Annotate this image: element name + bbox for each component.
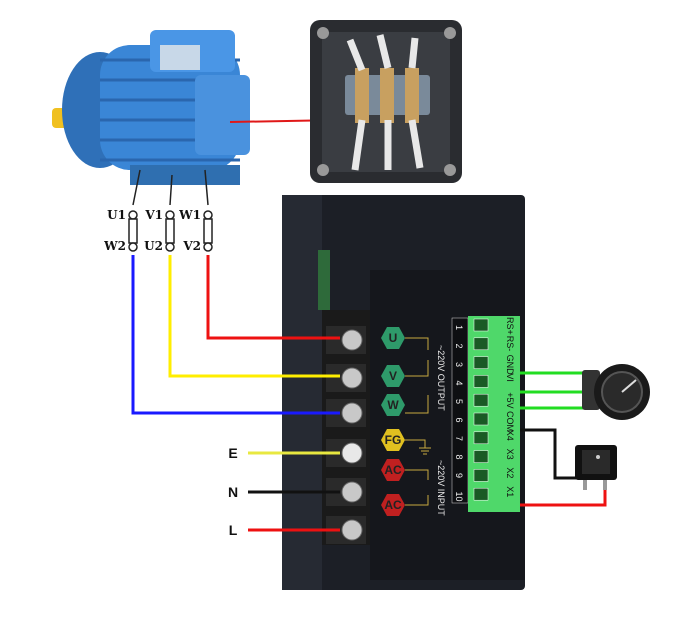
motor-terminal-link [128, 218, 138, 244]
terminal-socket[interactable] [473, 431, 489, 445]
control-terminal-label: COM [505, 411, 515, 432]
terminal-label: U [389, 331, 398, 345]
terminal-number: 4 [454, 381, 464, 386]
terminal-number: 9 [454, 473, 464, 478]
terminal-socket[interactable] [473, 375, 489, 388]
screw-icon [341, 329, 363, 351]
power-input-label: E [228, 445, 237, 461]
power-input-label: L [229, 522, 238, 538]
terminal-label: W [387, 398, 399, 412]
input-voltage-label: ~220V INPUT [436, 460, 446, 516]
screw-icon [341, 442, 363, 464]
terminal-label-badge [381, 429, 405, 451]
switch-wire-black [520, 428, 582, 480]
power-input-label: N [228, 484, 238, 500]
junction-box-image [310, 20, 462, 183]
rocker-switch-icon [575, 445, 617, 490]
power-terminal-block [322, 310, 370, 545]
output-voltage-label: ~220V OUTPUT [436, 345, 446, 411]
motor-image [52, 30, 250, 185]
terminal-socket[interactable] [473, 487, 489, 501]
wire-yellow [168, 255, 340, 378]
terminal-socket[interactable] [473, 469, 489, 482]
motor-terminal-link [165, 218, 175, 244]
control-terminal-label: GND [505, 355, 515, 376]
control-terminal-label: +5V [505, 392, 515, 408]
motor-terminal-top-label: V1 [144, 208, 163, 222]
terminal-label: V [389, 369, 397, 383]
terminal-number: 3 [454, 362, 464, 367]
terminal-label: FG [385, 433, 402, 447]
wire-red [206, 255, 340, 340]
control-terminal-label: RS+ [505, 317, 515, 335]
screw-icon [341, 519, 363, 541]
control-terminal-label: X4 [505, 430, 515, 441]
screw-icon [341, 402, 363, 424]
terminal-socket[interactable] [473, 318, 489, 332]
control-terminal-label: VI [505, 373, 515, 382]
terminal-number: 8 [454, 455, 464, 460]
terminal-number: 10 [454, 492, 464, 502]
motor-terminal-bottom-label: V2 [182, 239, 201, 253]
terminal-number: 2 [454, 344, 464, 349]
screw-icon [341, 367, 363, 389]
wire-blue [131, 255, 340, 415]
terminal-number: 1 [454, 325, 464, 330]
terminal-label: AC [384, 498, 402, 512]
motor-terminal-top-label: W1 [178, 208, 201, 222]
terminal-label-badge [381, 494, 405, 516]
motor-terminal-bottom-label: U2 [144, 239, 163, 253]
terminal-label-badge [381, 365, 405, 387]
terminal-socket[interactable] [473, 393, 489, 407]
terminal-label-badge [381, 394, 405, 416]
motor-terminal-top-label: U1 [107, 208, 126, 222]
screw-icon [341, 481, 363, 503]
terminal-socket[interactable] [473, 412, 489, 426]
terminal-socket[interactable] [473, 450, 489, 463]
terminal-number: 6 [454, 418, 464, 423]
terminal-label: AC [384, 463, 402, 477]
control-terminal-label: X3 [505, 449, 515, 460]
control-terminal-label: X1 [505, 486, 515, 497]
motor-terminal-bottom-label: W2 [103, 239, 126, 253]
terminal-number: 7 [454, 436, 464, 441]
control-terminal-label: RS- [505, 336, 515, 352]
terminal-label-badge [381, 327, 405, 349]
control-terminal-label: X2 [505, 467, 515, 478]
motor-terminal-link [203, 218, 213, 244]
terminal-socket[interactable] [473, 337, 489, 351]
potentiometer-icon [582, 364, 650, 420]
terminal-label-badge [381, 459, 405, 481]
terminal-socket[interactable] [473, 356, 489, 369]
terminal-number: 5 [454, 399, 464, 404]
switch-wire-red [520, 490, 607, 507]
